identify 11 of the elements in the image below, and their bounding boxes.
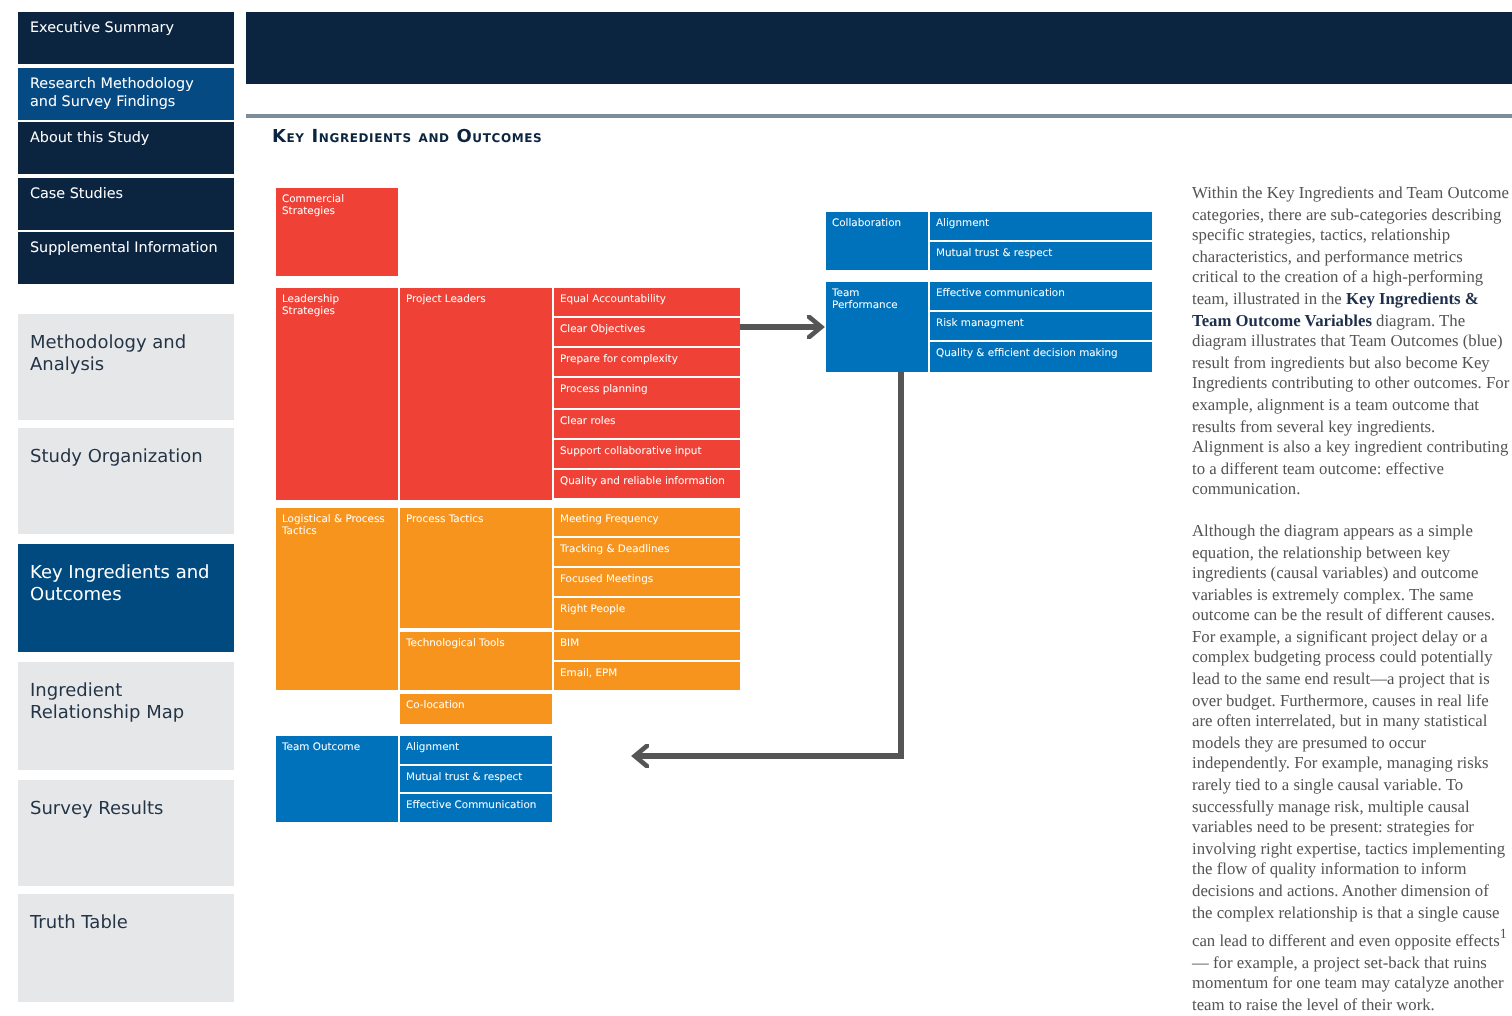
body-paragraph: Although the diagram appears as a simple equation, the relationship between key ingredients (causal variables) and outcome variables is extremely complex. The same outcome can be the result of different causes. For example, a significant project delay or a complex budgeting process could potentially lead to the same end result—a project that is over budget. Furthermore, causes in real life are often interrelated, but in many statistical models they are presumed to occur independently. For example, managing risks rarely tied to a single causal variable. To successfully manage risk, multiple causal variables need to be present: strategies for involving right expertise, tactics implementing the flow of quality information to inform decisions and actions. Another dimension of the complex relationship is that a single cause can lead to different and even opposite effects$^{1}$ — for example, a project set-back that ruins momentum for one team may catalyze another team to raise the level of their work. bbox=[1192, 521, 1509, 1016]
nav-tab: Key Ingredients and Outcomes bbox=[18, 544, 234, 652]
nav-tab: Truth Table bbox=[18, 894, 234, 1002]
nav-tab: Methodology and Analysis bbox=[18, 314, 234, 420]
body-paragraph: Within the Key Ingredients and Team Outcome categories, there are sub-categories describing specific strategies, tactics, relationship characteristics, and performance metrics critical to the creation of a high-performing team, illustrated in the Key Ingredients & Team Outcome Variables diagram. The diagram illustrates that Team Outcomes (blue) result from ingredients but also become Key Ingredients contributing to other outcomes. For example, alignment is a team outcome that results from several key ingredients. Alignment is also a key ingredient contributing to a different team outcome: effective communication. bbox=[1192, 184, 1510, 502]
nav-tab: Ingredient Relationship Map bbox=[18, 662, 234, 770]
arrow bbox=[632, 372, 904, 771]
nav-tab: Survey Results bbox=[18, 780, 234, 886]
section-heading: Key Ingredients and Outcomes bbox=[272, 128, 543, 148]
arrow bbox=[740, 312, 824, 342]
nav-tab: Study Organization bbox=[18, 428, 234, 534]
